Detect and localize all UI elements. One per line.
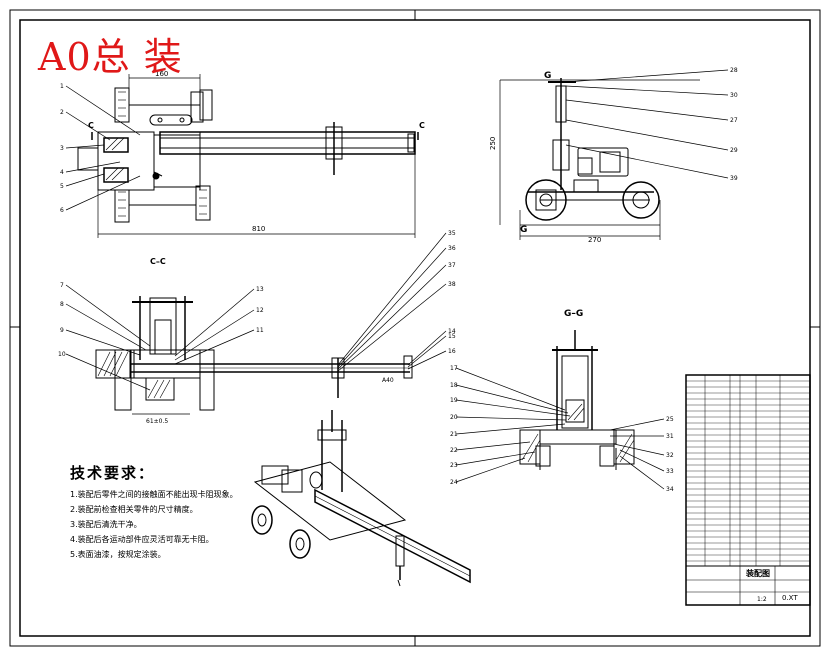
side-view bbox=[499, 69, 729, 240]
balloon: 18 bbox=[450, 382, 458, 389]
balloon: 3 bbox=[60, 145, 64, 152]
balloon: 20 bbox=[450, 414, 458, 421]
section-cc-view bbox=[65, 232, 447, 415]
tech-requirements-title: 技术要求： bbox=[70, 464, 156, 482]
balloon: 31 bbox=[666, 433, 674, 440]
balloon: 11 bbox=[256, 327, 264, 334]
balloon: 1 bbox=[60, 83, 64, 90]
balloon: 30 bbox=[730, 92, 738, 99]
balloon: 15 bbox=[448, 333, 456, 340]
title-block-scale: 1:2 bbox=[757, 596, 767, 603]
balloon: 8 bbox=[60, 301, 64, 308]
a0-stamp: A0总 装 bbox=[38, 35, 183, 79]
balloon: 4 bbox=[60, 169, 64, 176]
balloon: 38 bbox=[448, 281, 456, 288]
cut-label-c-left: C bbox=[88, 121, 94, 130]
section-gg-view bbox=[455, 330, 665, 490]
title-block bbox=[685, 374, 811, 606]
section-gg-title: G–G bbox=[564, 309, 583, 319]
balloon: 33 bbox=[666, 468, 674, 475]
section-cc-title: C–C bbox=[150, 257, 166, 266]
isometric-view bbox=[251, 410, 471, 587]
balloon: 12 bbox=[256, 307, 264, 314]
tech-requirement-item: 1.装配后零件之间的接触面不能出现卡阻现象。 bbox=[70, 490, 238, 499]
tech-requirement-item: 3.装配后清洗干净。 bbox=[70, 520, 142, 529]
balloon: 27 bbox=[730, 117, 738, 124]
balloon: 37 bbox=[448, 262, 456, 269]
balloon: 6 bbox=[60, 207, 64, 214]
tech-requirement-item: 4.装配后各运动部件应灵活可靠无卡阻。 bbox=[70, 535, 214, 544]
balloon: 9 bbox=[60, 327, 64, 334]
tech-requirement-item: 5.表面油漆，按规定涂装。 bbox=[70, 550, 166, 559]
balloon: 14 bbox=[448, 328, 456, 335]
dimension-270: 270 bbox=[588, 236, 601, 244]
balloon: 2 bbox=[60, 109, 64, 116]
frame-ticks bbox=[10, 10, 820, 646]
section-cc-balloons: 7 8 9 10 13 12 11 14 15 16 35 36 37 38 bbox=[58, 230, 456, 358]
balloon: 21 bbox=[450, 431, 458, 438]
balloon: 19 bbox=[450, 397, 458, 404]
dimension-61: 61±0.5 bbox=[146, 418, 168, 425]
plan-balloons: 1 2 3 4 5 6 bbox=[60, 83, 64, 214]
technical-requirements: 技术要求： 1.装配后零件之间的接触面不能出现卡阻现象。 2.装配前检查相关零件… bbox=[70, 462, 238, 564]
balloon: 7 bbox=[60, 282, 64, 289]
dimension-160: 160 bbox=[155, 70, 168, 78]
balloon: 25 bbox=[666, 416, 674, 423]
balloon: 5 bbox=[60, 183, 64, 190]
balloon: 36 bbox=[448, 245, 456, 252]
balloon: 13 bbox=[256, 286, 264, 293]
balloon: 32 bbox=[666, 452, 674, 459]
balloon: 17 bbox=[450, 365, 458, 372]
plan-view bbox=[65, 74, 419, 238]
balloon: 23 bbox=[450, 462, 458, 469]
cut-label-g-top: G bbox=[544, 71, 551, 81]
balloon: 28 bbox=[730, 67, 738, 74]
dimension-810: 810 bbox=[252, 225, 265, 233]
cut-label-c-right: C bbox=[419, 121, 425, 130]
section-gg-balloons: 17 18 19 20 21 22 23 24 25 31 32 33 34 bbox=[450, 365, 674, 493]
cut-label-g-bottom: G bbox=[520, 225, 527, 235]
dimension-a40: A40 bbox=[382, 377, 394, 384]
dimension-250: 250 bbox=[489, 137, 497, 150]
balloon: 34 bbox=[666, 486, 674, 493]
title-block-name: 装配图 bbox=[745, 568, 770, 578]
balloon: 22 bbox=[450, 447, 458, 454]
balloon: 24 bbox=[450, 479, 458, 486]
balloon: 16 bbox=[448, 348, 456, 355]
balloon: 29 bbox=[730, 147, 738, 154]
side-view-balloons: 28 30 27 29 39 bbox=[730, 67, 738, 182]
tech-requirement-item: 2.装配前检查相关零件的尺寸精度。 bbox=[70, 505, 198, 514]
balloon: 10 bbox=[58, 351, 66, 358]
balloon: 35 bbox=[448, 230, 456, 237]
title-block-drawing-number: 0.XT bbox=[782, 594, 798, 602]
balloon: 39 bbox=[730, 175, 738, 182]
